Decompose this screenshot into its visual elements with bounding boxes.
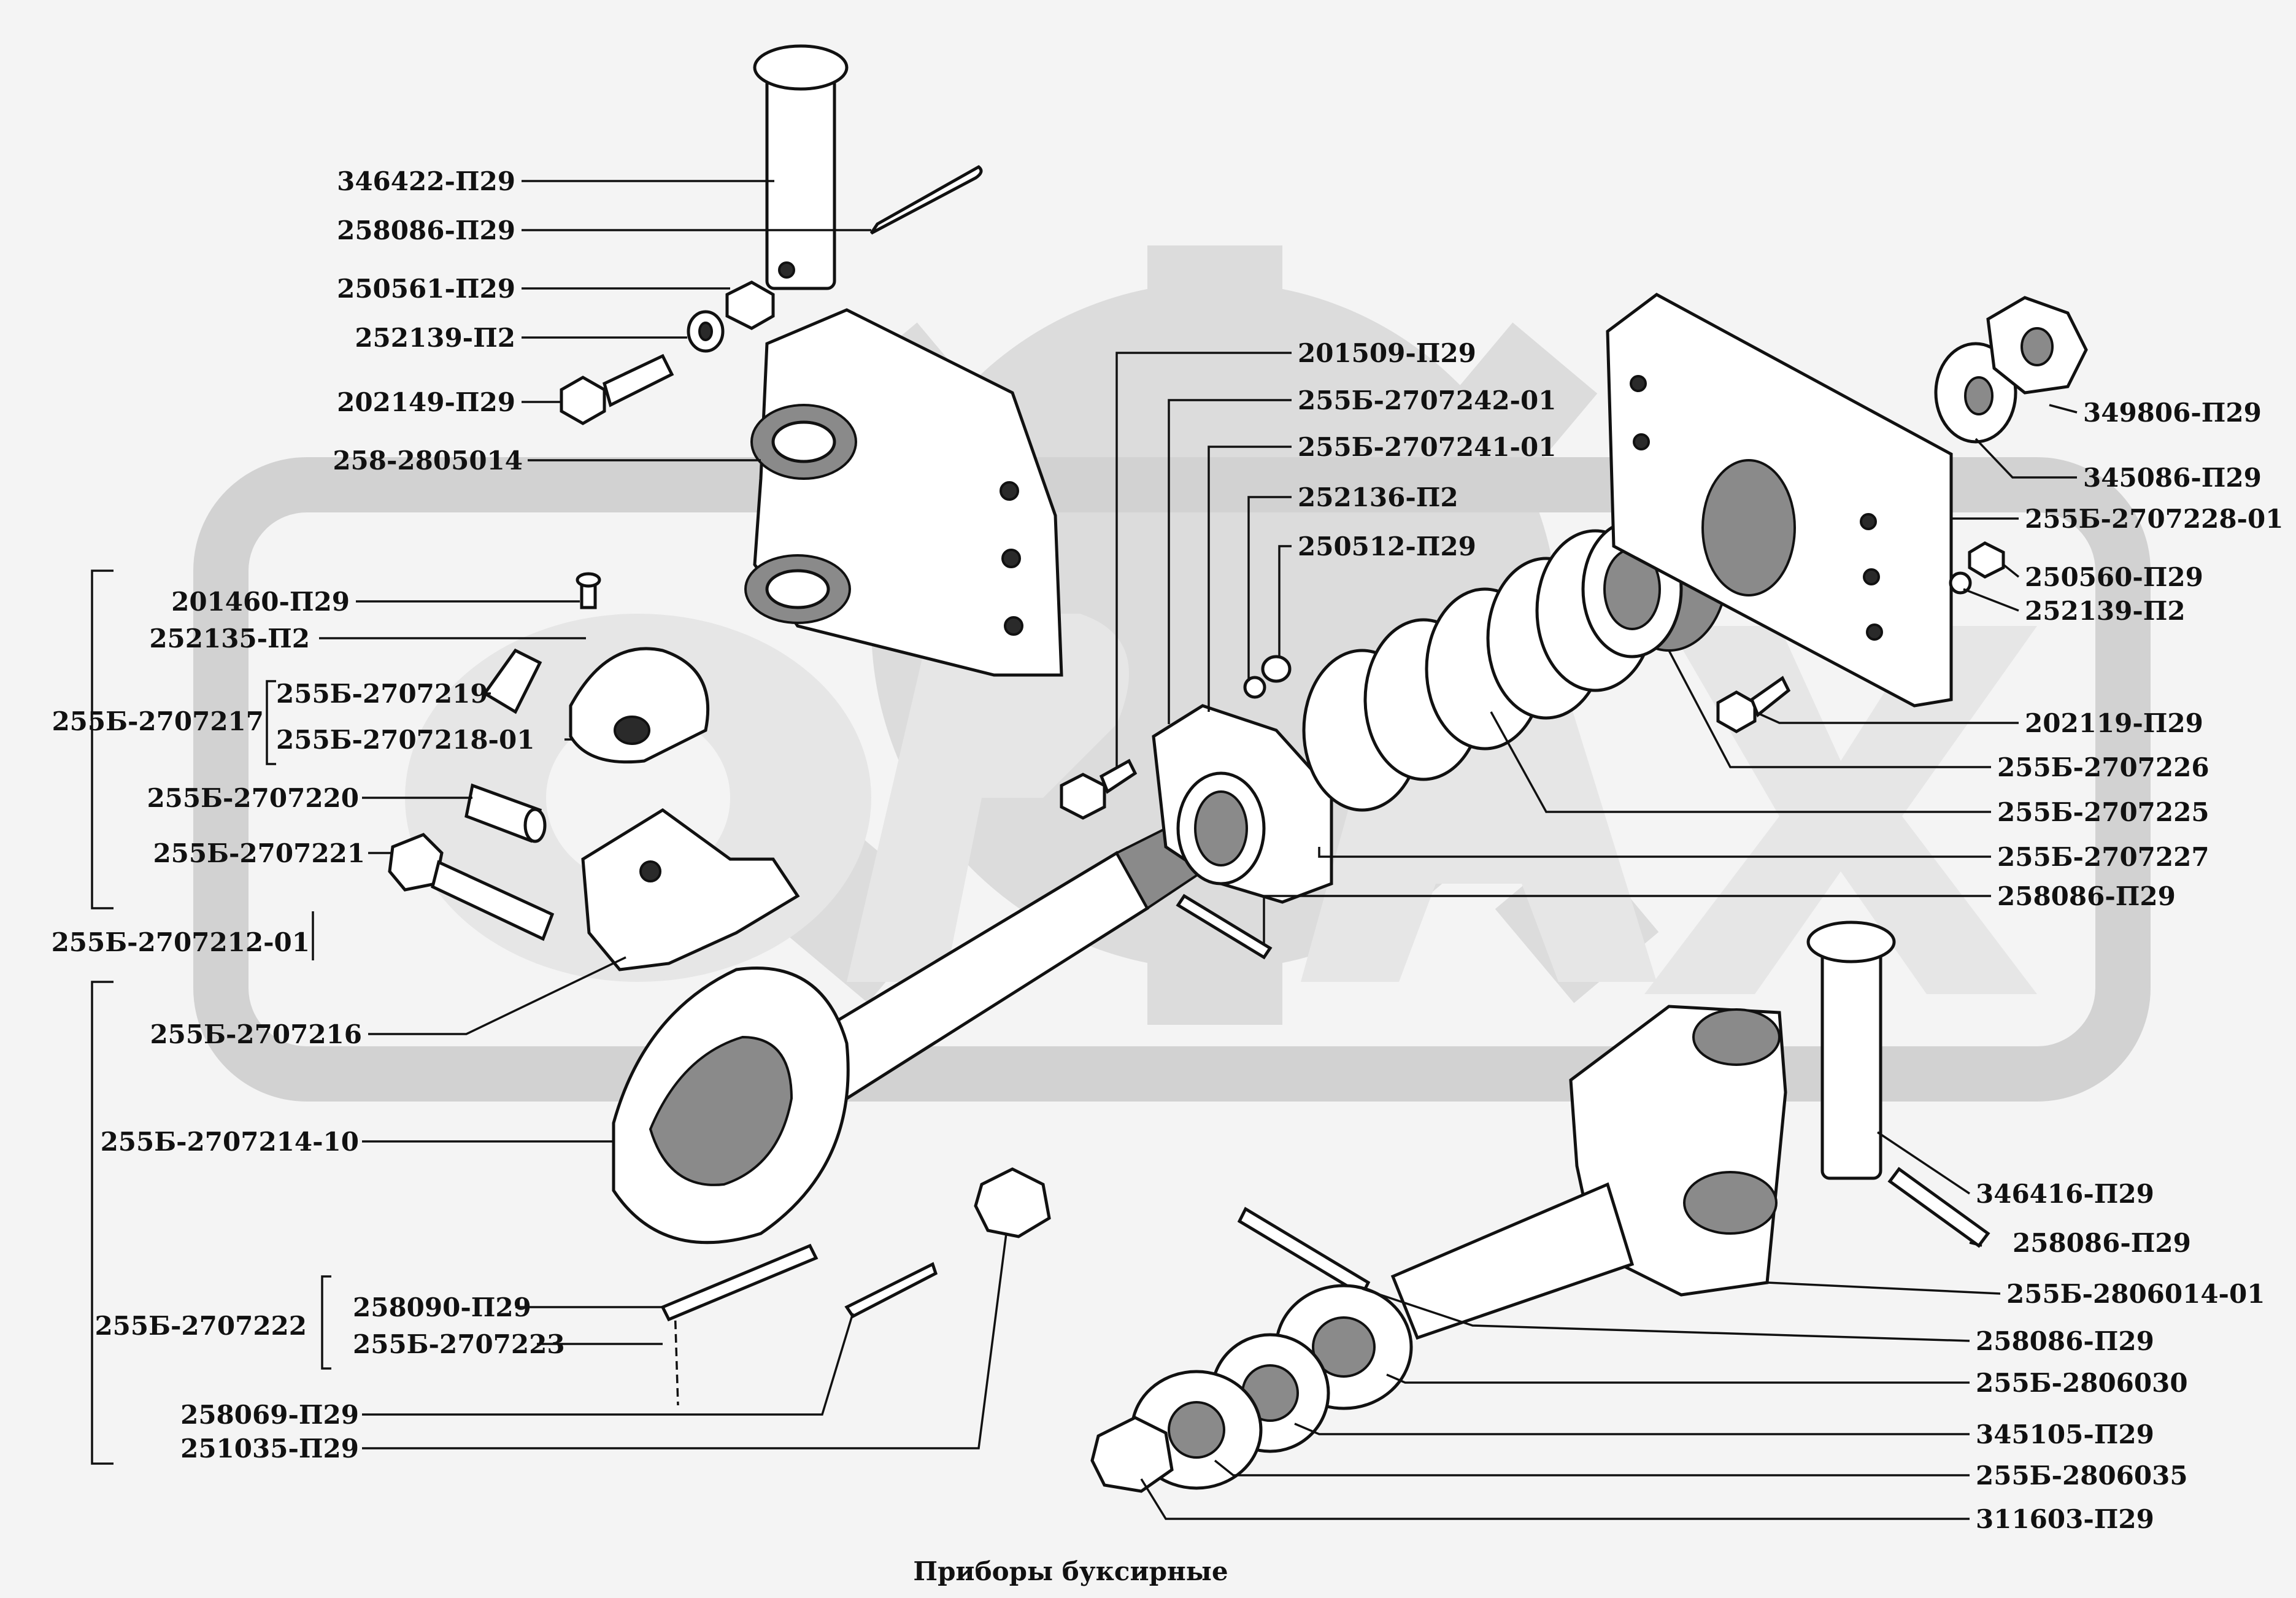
label-2707223: 255Б-2707223 xyxy=(353,1329,565,1359)
label-202149: 202149-П29 xyxy=(337,387,515,417)
label-349806: 349806-П29 xyxy=(2083,398,2262,428)
label-345086: 345086-П29 xyxy=(2083,463,2262,493)
part-cotter-pin-258069 xyxy=(844,1262,938,1319)
label-250561: 250561-П29 xyxy=(337,274,515,304)
label-258069: 258069-П29 xyxy=(180,1400,359,1430)
part-washers-bottom xyxy=(1130,1284,1413,1490)
label-2707212-01: 255Б-2707212-01 xyxy=(52,927,310,957)
label-258086-mid: 258086-П29 xyxy=(1997,881,2176,911)
label-2707219: 255Б-2707219 xyxy=(276,679,488,709)
label-346422-top: 346422-П29 xyxy=(337,166,515,196)
part-nut-250512 xyxy=(1243,655,1292,699)
label-2707217: 255Б-2707217 xyxy=(52,706,264,736)
part-chain-223 xyxy=(660,1243,819,1406)
watermark-logo xyxy=(193,245,2151,1102)
label-258-2805014: 258-2805014 xyxy=(333,446,523,476)
label-201509: 201509-П29 xyxy=(1298,338,1476,368)
label-250512: 250512-П29 xyxy=(1298,531,1476,562)
part-castle-nut-311603 xyxy=(1090,1416,1174,1493)
part-hook-plate-216 xyxy=(581,808,800,971)
part-cotter-pin-top xyxy=(869,164,983,235)
label-2707228-01: 255Б-2707228-01 xyxy=(2025,504,2283,534)
label-2707222: 255Б-2707222 xyxy=(94,1311,307,1341)
part-bolt-221 xyxy=(388,833,555,941)
label-345105: 345105-П29 xyxy=(1976,1419,2154,1449)
part-housing-241-242 xyxy=(1152,704,1333,904)
label-252135: 252135-П2 xyxy=(149,623,310,654)
label-2707227: 255Б-2707227 xyxy=(1997,842,2209,872)
group-brackets xyxy=(91,569,331,1465)
label-2707226: 255Б-2707226 xyxy=(1997,752,2209,782)
part-hook-shaft-214 xyxy=(612,820,1204,1245)
part-nut-small-top xyxy=(725,280,775,330)
label-201460: 201460-П29 xyxy=(171,587,350,617)
label-2806030: 255Б-2806030 xyxy=(1976,1368,2188,1398)
label-2707218-01: 255Б-2707218-01 xyxy=(276,725,534,755)
part-cotter-pin-mid xyxy=(1176,894,1273,960)
callout-labels: 346422-П29 258086-П29 250561-П29 252139-… xyxy=(52,166,2284,1534)
label-252139-right: 252139-П2 xyxy=(2025,596,2186,626)
label-258090: 258090-П29 xyxy=(353,1292,531,1322)
label-2707220: 255Б-2707220 xyxy=(147,783,359,813)
label-258086-bottom: 258086-П29 xyxy=(1976,1326,2154,1356)
part-pin-top xyxy=(753,44,849,290)
part-clevis-2806014 xyxy=(1390,1005,1787,1340)
label-258086-top: 258086-П29 xyxy=(337,215,515,245)
label-202119: 202119-П29 xyxy=(2025,708,2203,738)
part-nut-250560 xyxy=(1949,541,2005,595)
part-castle-nut-251035 xyxy=(974,1167,1051,1238)
label-311603: 311603-П29 xyxy=(1976,1504,2154,1534)
label-2707225: 255Б-2707225 xyxy=(1997,797,2209,827)
label-346416: 346416-П29 xyxy=(1976,1179,2154,1209)
leader-lines xyxy=(319,180,2078,1520)
label-2707221: 255Б-2707221 xyxy=(153,838,365,868)
part-cotter-pin-bottom xyxy=(1237,1206,1371,1297)
part-bolt-202149 xyxy=(560,353,674,425)
label-2806035: 255Б-2806035 xyxy=(1976,1461,2188,1491)
diagram-caption: Приборы буксирные xyxy=(913,1556,1228,1586)
label-250560: 250560-П29 xyxy=(2025,562,2203,592)
part-lock-plate-219 xyxy=(482,648,542,714)
label-258086-right: 258086-П29 xyxy=(2013,1228,2191,1258)
label-2806014-01: 255Б-2806014-01 xyxy=(2006,1279,2265,1309)
label-2707241-01: 255Б-2707241-01 xyxy=(1298,432,1556,462)
part-pin-220 xyxy=(464,783,547,843)
label-251035: 251035-П29 xyxy=(180,1434,359,1464)
part-bolt-202119 xyxy=(1716,676,1791,733)
part-screw-201509 xyxy=(1060,758,1138,820)
part-washer-small-top xyxy=(687,310,725,353)
part-latch-218 xyxy=(569,647,710,764)
part-small-screw-201460 xyxy=(576,572,601,609)
part-cotter-pin-258086-right xyxy=(1887,1167,1990,1248)
part-bracket-258-2805014 xyxy=(744,308,1063,677)
label-252139-top: 252139-П2 xyxy=(355,323,515,353)
label-2707242-01: 255Б-2707242-01 xyxy=(1298,385,1556,415)
label-2707216: 255Б-2707216 xyxy=(150,1019,362,1049)
label-252136: 252136-П2 xyxy=(1298,482,1458,512)
part-castle-nut-349806 xyxy=(1986,296,2088,395)
part-pin-346416 xyxy=(1806,921,1896,1180)
label-2707214-10: 255Б-2707214-10 xyxy=(101,1127,359,1157)
part-plate-228 xyxy=(1606,293,1953,708)
